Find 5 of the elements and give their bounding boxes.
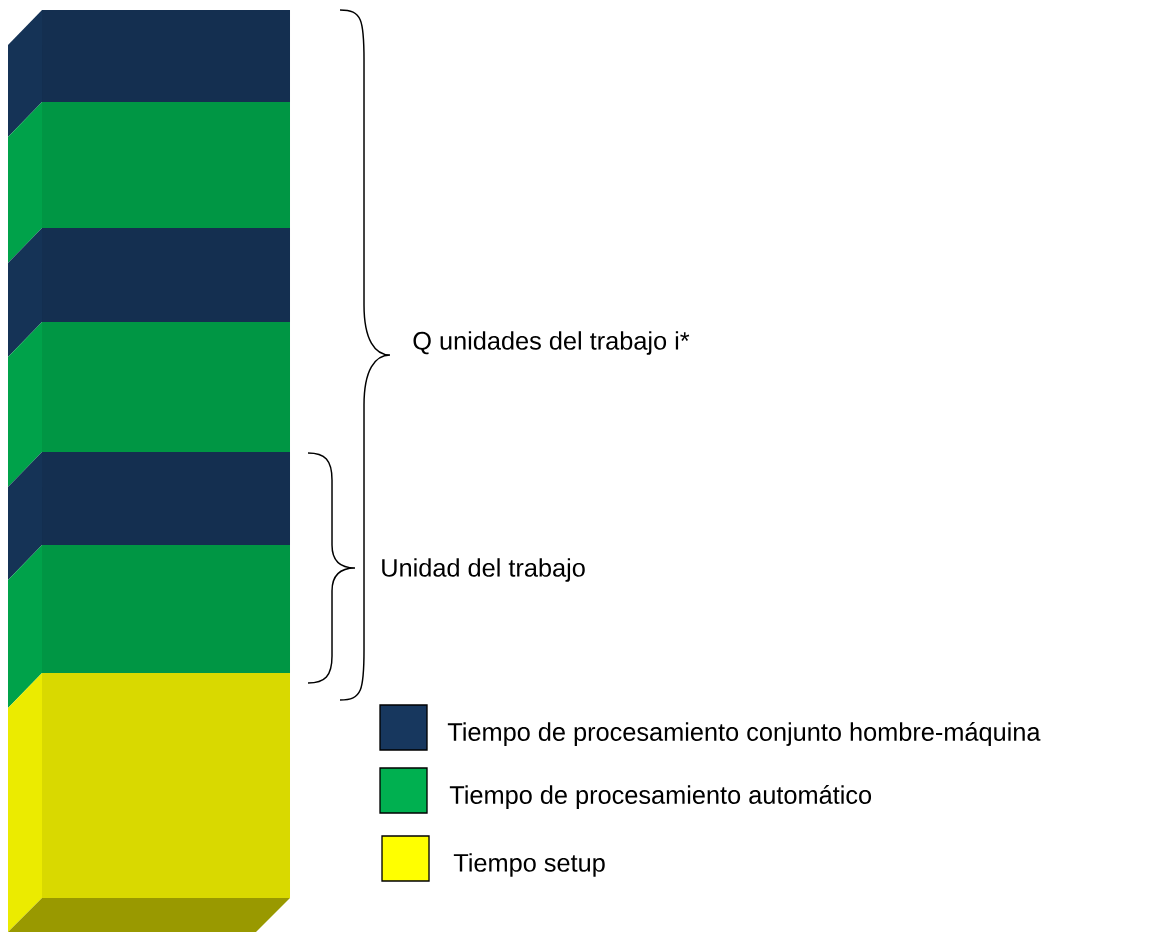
brace-label: Unidad del trabajo <box>382 558 585 582</box>
legend-text: Tiempo de procesamiento automático <box>449 785 872 809</box>
legend-text: Tiempo setup <box>453 853 605 877</box>
brace-label: Q unidades del trabajo i* <box>413 331 690 355</box>
legend-text: Tiempo de procesamiento conjunto hombre-máquina <box>447 722 1041 746</box>
